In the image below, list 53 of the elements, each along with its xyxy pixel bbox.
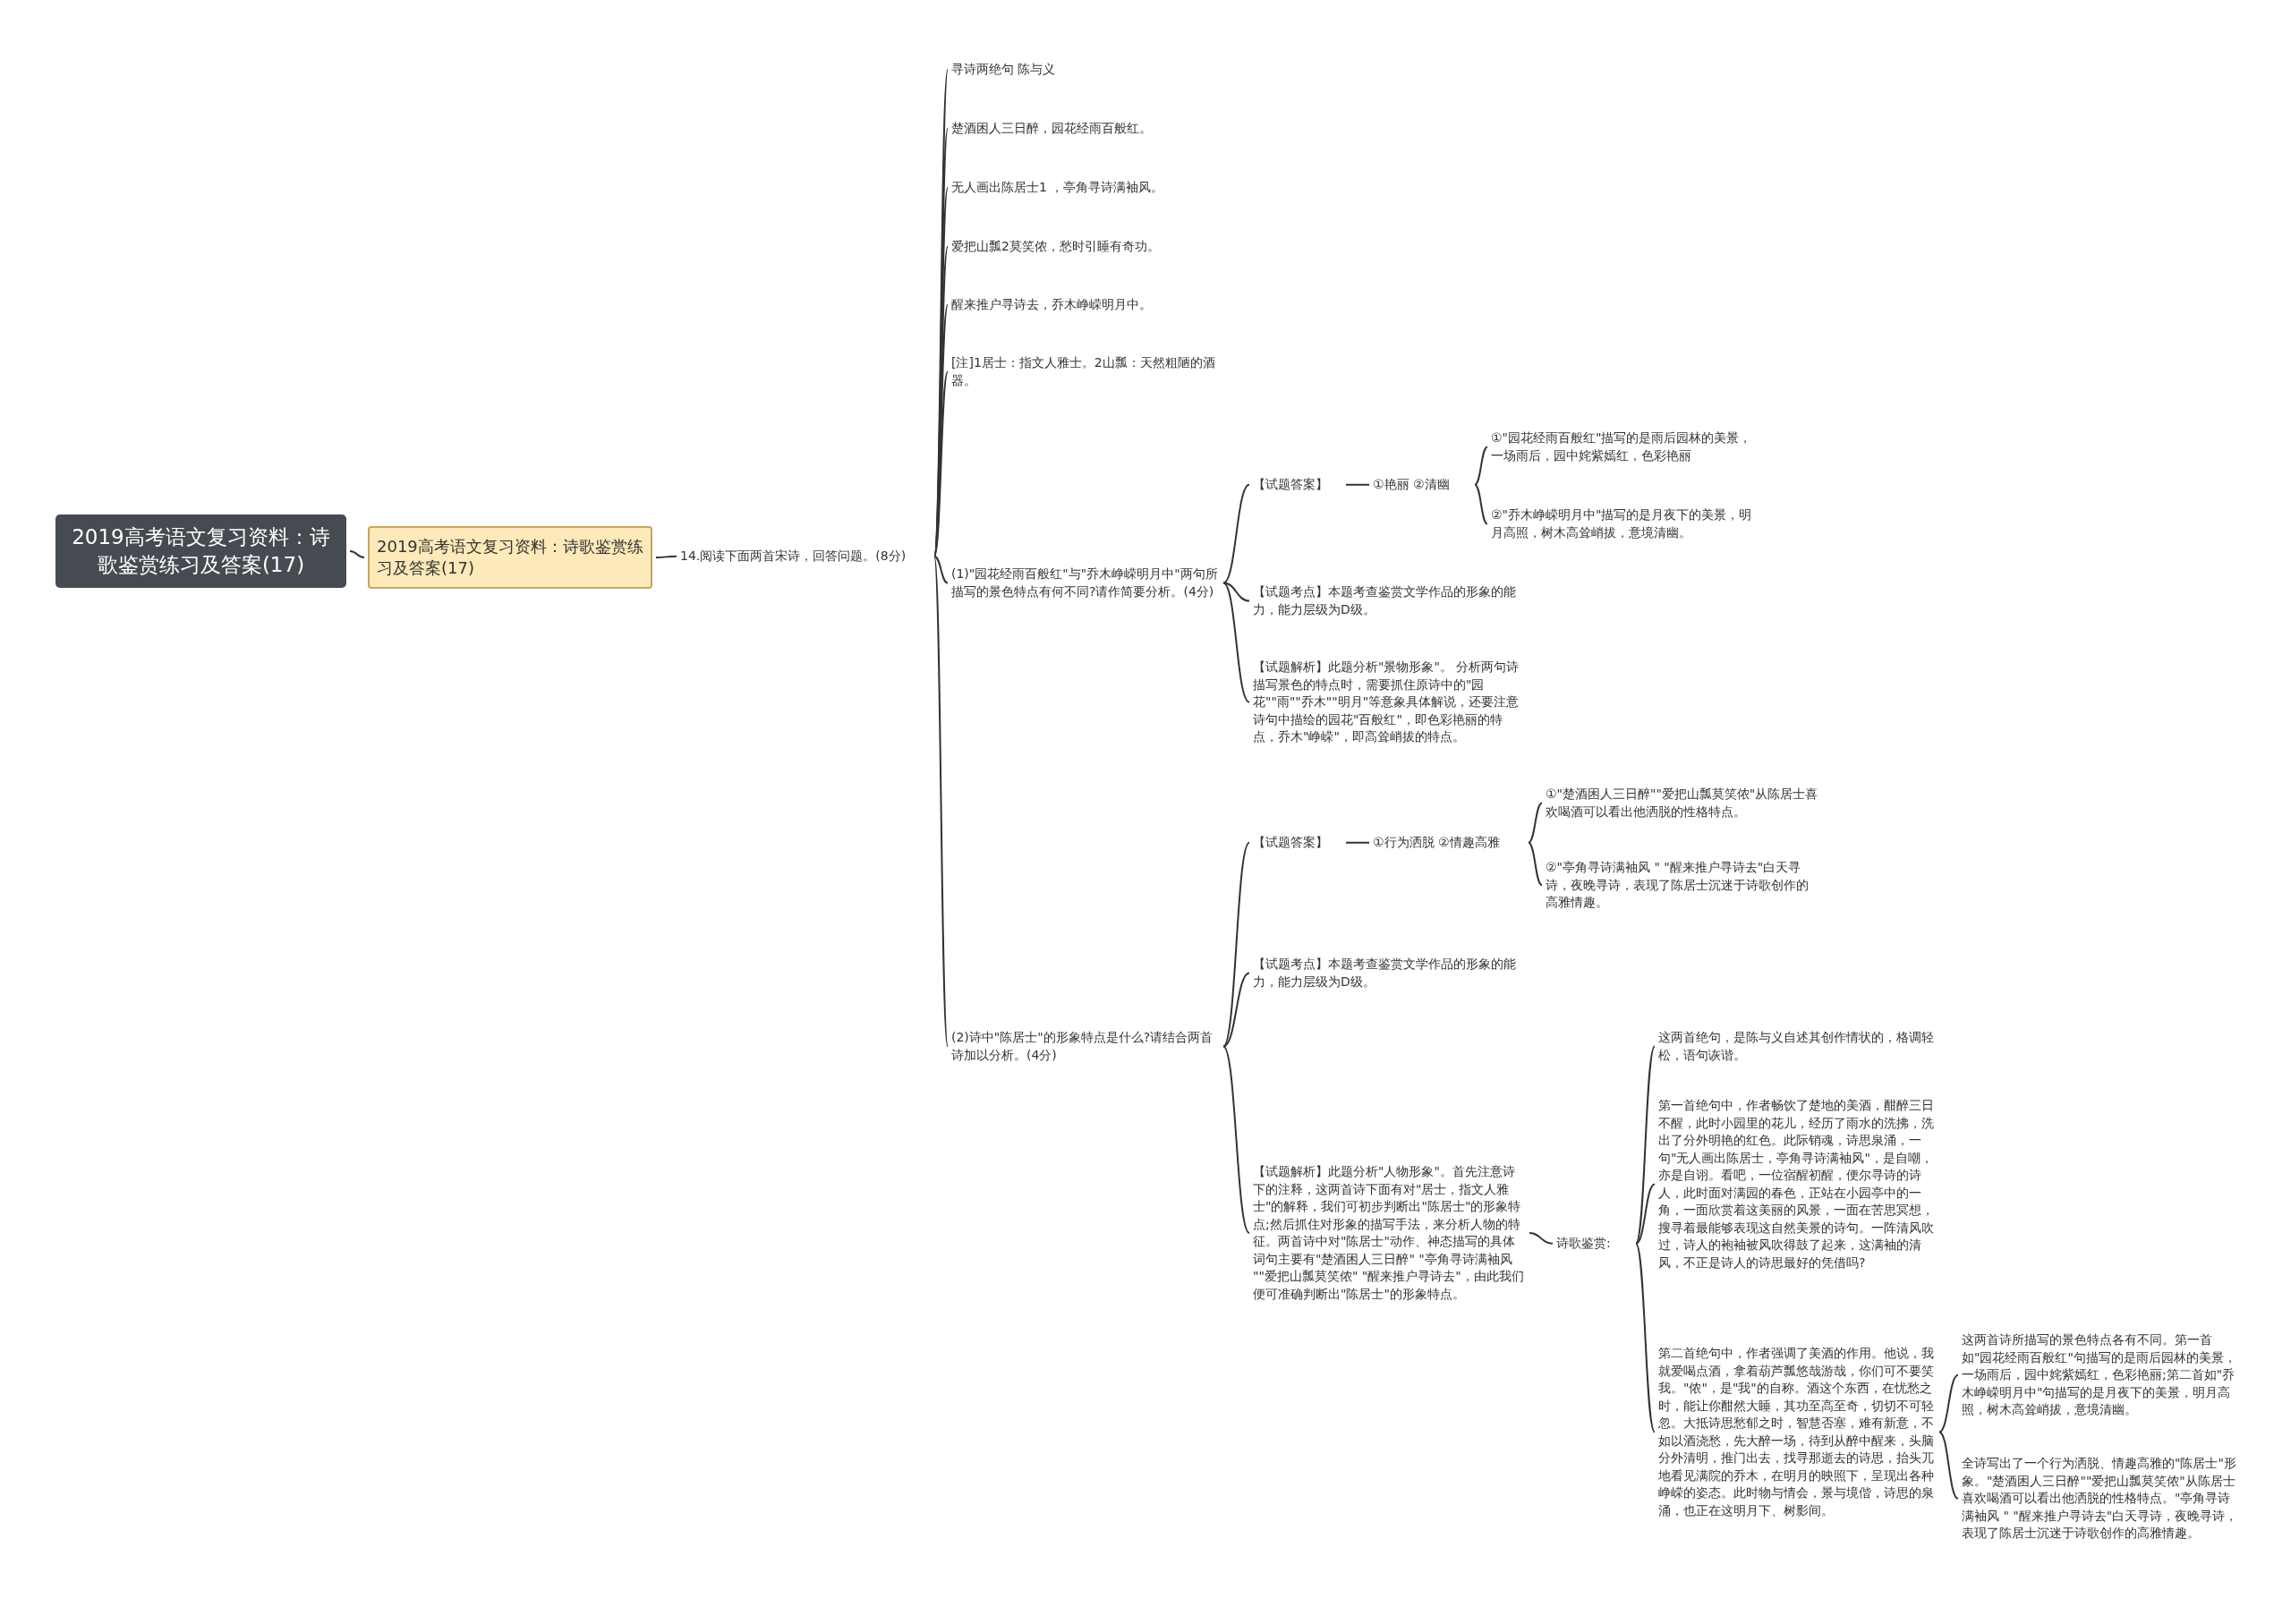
connector-line — [1938, 1431, 1959, 1500]
connector-line — [1938, 1373, 1959, 1433]
topic-text: ①"园花经雨百般红"描写的是雨后园林的美景，一场雨后，园中姹紫嫣红，色彩艳丽 — [1491, 429, 1764, 464]
topic-text: 【试题答案】 — [1253, 834, 1342, 852]
topic-text: 【试题考点】本题考查鉴赏文学作品的形象的能力，能力层级为D级。 — [1253, 956, 1521, 991]
topic-text: [注]1居士：指文人雅士。2山瓢：天然粗陋的酒器。 — [951, 354, 1238, 389]
connector-line — [933, 555, 949, 584]
connector-line — [1635, 1242, 1656, 1433]
connector-line — [1222, 483, 1250, 584]
connector-line — [1635, 1183, 1656, 1245]
topic-text: (2)诗中"陈居士"的形象特点是什么?请结合两首诗加以分析。(4分) — [951, 1029, 1220, 1064]
topic-text: 这两首诗所描写的景色特点各有不同。第一首如"园花经雨百般红"句描写的是雨后园林的美景，一场雨后，园中姹紫嫣红，色彩艳丽;第二首如"乔木峥嵘明月中"句描写的是月夜下的美景，明月高照，树木高耸峭拔，意境清幽。 — [1962, 1331, 2239, 1419]
topic-text: 这两首绝句，是陈与义自述其创作情状的，格调轻松，语句诙谐。 — [1658, 1029, 1936, 1064]
topic-text: 爱把山瓢2莫笑侬，愁时引睡有奇功。 — [951, 238, 1220, 256]
main-topic-box: 2019高考语文复习资料：诗歌鉴赏练习及答案(17) — [368, 526, 652, 589]
connector-line — [1345, 483, 1370, 486]
topic-text: 【试题考点】本题考查鉴赏文学作品的形象的能力，能力层级为D级。 — [1253, 583, 1521, 618]
topic-text: 第一首绝句中，作者畅饮了楚地的美酒，酣醉三日不醒，此时小园里的花儿，经历了雨水的洗拂，洗出了分外明艳的红色。此际销魂，诗思泉涌，一句"无人画出陈居士，亭角寻诗满袖风"，是自嘲，亦是自诩。看吧，一位宿醒初醒，便尔寻诗的诗人，此时面对满园的春色，正站在小园亭中的一角，一面欣赏着这美丽的风景，一面在苦思冥想，搜寻着最能够表现这自然美景的诗句。一阵清风吹过，诗人的袍袖被风吹得鼓了起来，这满袖的清风，不正是诗人的诗思最好的凭借吗? — [1658, 1097, 1936, 1271]
connector-line — [349, 550, 365, 558]
topic-text: ②"乔木峥嵘明月中"描写的是月夜下的美景，明月高照，树木高耸峭拔，意境清幽。 — [1491, 506, 1764, 541]
connector-line — [655, 555, 677, 558]
topic-text: 【试题解析】此题分析"景物形象"。 分析两句诗描写景色的特点时，需要抓住原诗中的"园花""雨""乔木""明月"等意象具体解说，还要注意诗句中描绘的园花"百般红"，即色彩艳丽的特点，乔木"峥嵘"，即高耸峭拔的特点。 — [1253, 659, 1521, 746]
connector-line — [933, 245, 949, 557]
connector-line — [1474, 446, 1488, 486]
topic-text: 无人画出陈居士1 ，亭角寻诗满袖风。 — [951, 179, 1220, 197]
topic-text: 【试题答案】 — [1253, 476, 1342, 494]
topic-text: ①行为洒脱 ②情趣高雅 — [1373, 834, 1525, 852]
connector-line — [1635, 1045, 1656, 1245]
connector-line — [1345, 841, 1370, 844]
connector-line — [1222, 841, 1250, 1048]
connector-line — [1528, 841, 1543, 887]
topic-text: 醒来推户寻诗去，乔木峥嵘明月中。 — [951, 296, 1220, 314]
topic-text: ①艳丽 ②清幽 — [1373, 476, 1471, 494]
connector-line — [1474, 483, 1488, 525]
connector-line — [1222, 582, 1250, 703]
topic-text: 【试题解析】此题分析"人物形象"。首先注意诗下的注释，这两首诗下面有对"居士，指文人雅士"的解释，我们可初步判断出"陈居士"的形象特点;然后抓住对形象的描写手法，来分析人物的特征。两首诗中对"陈居士"动作、神态描写的具体词句主要有"楚酒困人三日醉" "亭角寻诗满袖风 ""爱把山瓢莫笑侬" "醒来推户寻诗去"，由此我们便可准确判断出"陈居士"的形象特点。 — [1253, 1163, 1526, 1303]
topic-text: 14.阅读下面两首宋诗，回答问题。(8分) — [680, 548, 931, 565]
topic-text: ②"亭角寻诗满袖风 " "醒来推户寻诗去"白天寻诗，夜晚寻诗，表现了陈居士沉迷于诗歌创作的高雅情趣。 — [1546, 859, 1818, 912]
connector-line — [1528, 802, 1543, 844]
root-topic-box: 2019高考语文复习资料：诗歌鉴赏练习及答案(17) — [55, 514, 346, 588]
connector-line — [1222, 972, 1250, 1048]
topic-text: ①"楚酒困人三日醉""爱把山瓢莫笑侬"从陈居士喜欢喝酒可以看出他洒脱的性格特点。 — [1546, 786, 1818, 821]
topic-text: 诗歌鉴赏: — [1556, 1235, 1632, 1253]
connector-line — [933, 555, 949, 1048]
topic-text: 楚酒困人三日醉，园花经雨百般红。 — [951, 120, 1220, 138]
connector-line — [1222, 582, 1250, 602]
topic-text: (1)"园花经雨百般红"与"乔木峥嵘明月中"两句所描写的景色特点有何不同?请作简要分析。(4分) — [951, 565, 1220, 600]
connector-line — [1222, 1045, 1250, 1234]
connector-line — [1529, 1232, 1554, 1245]
topic-text: 寻诗两绝句 陈与义 — [951, 61, 1184, 79]
topic-text: 全诗写出了一个行为洒脱、情趣高雅的"陈居士"形象。"楚酒困人三日醉""爱把山瓢莫笑侬"从陈居士喜欢喝酒可以看出他洒脱的性格特点。"亭角寻诗满袖风 " "醒来推户寻诗去"白天寻诗，夜晚寻诗，表现了陈居士沉迷于诗歌创作的高雅情趣。 — [1962, 1455, 2239, 1543]
topic-text: 第二首绝句中，作者强调了美酒的作用。他说，我就爱喝点酒，拿着葫芦瓢悠哉游哉，你们可不要笑我。"侬"，是"我"的自称。酒这个东西，在忧愁之时，能让你酣然大睡，其功至高至奇，切切不可轻忽。大抵诗思愁郁之时，智慧否塞，难有新意，不如以酒浇愁，先大醉一场，待到从醉中醒来，头脑分外清明，推门出去，找寻那逝去的诗思，抬头兀地看见满院的乔木，在明月的映照下，呈现出各种峥嵘的姿态。此时物与情会，景与境偕，诗思的泉涌，也正在这明月下、树影间。 — [1658, 1345, 1936, 1519]
connector-line — [933, 370, 949, 557]
